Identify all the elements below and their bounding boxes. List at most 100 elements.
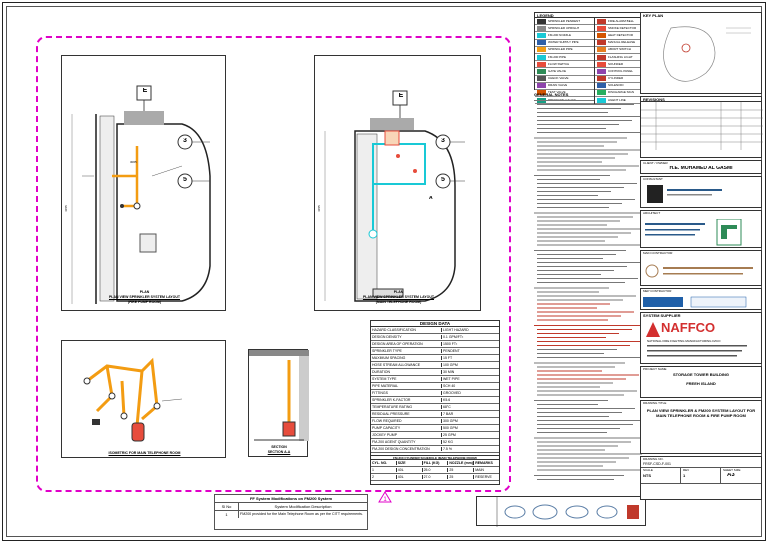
legend-item: SMOKE DETECTOR — [595, 25, 655, 33]
design-data-param: MAXIMUM SPACING — [372, 356, 406, 360]
legend-item: FIRE ALARM BELL — [595, 18, 655, 26]
design-data-value: 7 BAR — [441, 412, 499, 416]
legend-label: FLASHING LIGHT — [608, 54, 633, 59]
legend-symbol-icon — [537, 68, 546, 74]
legend-symbol-icon — [597, 68, 607, 74]
design-data-row: FM-200 AGENT QUANTITY 52 KG — [371, 439, 499, 446]
legend-item: SPRINKLER PENDENT — [535, 18, 595, 26]
dimension-vertical: 4155 — [63, 205, 68, 212]
design-data-param: HOSE STREAM ALLOWANCE — [372, 363, 421, 367]
modification-header-desc: System Modification Description — [274, 504, 332, 509]
design-data-value: GROOVED — [441, 391, 499, 395]
legend-item: HEAT DETECTOR — [595, 32, 655, 40]
schedule-cell: 40L — [395, 475, 422, 479]
legend-label: AGENT LINE — [608, 97, 626, 102]
supplier-name: NAFFCO — [661, 320, 716, 335]
legend-symbol-icon — [597, 61, 607, 67]
architect-box: ARCHITECT — [640, 210, 762, 248]
section-caption-line1: SECTION — [271, 445, 287, 449]
plan2-caption-line1: PLAN — [393, 290, 404, 294]
consultant-logo-icon — [647, 185, 663, 203]
design-data-value: 0.1 GPM/FT² — [441, 335, 499, 339]
legend-label: MANUAL RELEASE — [608, 40, 636, 45]
plan1-caption-line3: (FIRE PUMP ROOM) — [127, 300, 162, 304]
legend-symbol-icon — [537, 18, 546, 24]
dimension-horizontal: 3065 — [130, 160, 137, 164]
design-data-param: FM-200 AGENT QUANTITY — [372, 440, 416, 444]
general-notes: GENERAL NOTES — [534, 92, 656, 487]
grid-label-3: 3 — [183, 138, 187, 143]
schedule-cell: FILL (KG) — [421, 461, 448, 465]
design-data-param: FITTINGS — [372, 391, 388, 395]
legend-symbol-icon — [597, 83, 607, 89]
legend-label: TEST VALVE — [548, 90, 566, 95]
project-location: FREEH ISLAND — [686, 381, 716, 386]
project-name: STORAGE TOWER BUILDING — [672, 372, 730, 377]
mep-contractor-label: MEP CONTRACTOR — [643, 289, 672, 293]
design-data-value: SCH 40 — [441, 384, 499, 388]
legend-item: DISCHARGE SIGN — [595, 90, 655, 98]
grid-label-5: 5 — [183, 177, 187, 182]
owner-label: CLIENT / OWNER — [643, 161, 668, 165]
legend-label: FIRE ALARM BELL — [608, 18, 635, 23]
key-plan: KEY PLAN — [640, 12, 762, 94]
plan-fire-pump-room: E 3 5 4155 3065 PLAN PLAN VIEW SPRINKLER… — [61, 55, 226, 311]
legend-symbol-icon — [537, 25, 546, 31]
design-data-value: 300 GPM — [441, 419, 499, 423]
section-caption-line2: SECTION A-A — [267, 450, 291, 454]
legend-label: FM-200 PIPE — [548, 54, 567, 59]
legend-symbol-icon — [537, 54, 546, 60]
legend-label: GATE VALVE — [548, 68, 567, 73]
legend-label: WATER SUPPLY PIPE — [548, 40, 579, 45]
plan1-caption-line2: PLAN VIEW SPRINKLER SYSTEM LAYOUT — [108, 295, 181, 299]
legend-item: CONTROL PANEL — [595, 68, 655, 76]
isometric-caption: ISOMETRIC FOR MAIN TELEPHONE ROOM — [108, 451, 181, 455]
approval-stamps-strip — [476, 496, 646, 527]
modification-title: FF System Modifications on FM200 System — [215, 495, 367, 503]
design-data-value: 500 GPM — [441, 426, 499, 430]
schedule-cell: REMARKS — [473, 461, 499, 465]
legend-right-column: FIRE ALARM BELL SMOKE DETECTOR HEAT DETECT… — [595, 18, 655, 105]
design-data-param: SPRINKLER TYPE — [372, 349, 402, 353]
modification-table: FF System Modifications on FM200 System … — [214, 494, 368, 530]
main-contractor-box: MAIN CONTRACTOR — [640, 250, 762, 286]
owner-name: H.E. MOHAMED AL GASMI — [669, 166, 733, 171]
drawing-title-label: DRAWING TITLE — [643, 401, 667, 405]
legend-label: SPRINKLER PENDENT — [548, 18, 581, 23]
legend-item: CYLINDER — [595, 76, 655, 83]
legend-label: SMOKE DETECTOR — [608, 25, 637, 30]
grid-label-3: 3 — [441, 138, 445, 143]
legend-symbol-icon — [537, 47, 546, 53]
legend-item: GATE VALVE — [535, 68, 595, 76]
legend-label: DISCHARGE SIGN — [608, 90, 635, 95]
design-data-param: SPRINKLER K-FACTOR — [372, 398, 411, 402]
legend-symbol-icon — [597, 90, 607, 96]
rev-label: REV — [683, 468, 690, 472]
design-data-value: 52 KG — [441, 440, 499, 444]
legend-item: WATER SUPPLY PIPE — [535, 40, 595, 47]
isometric-view: ISOMETRIC FOR MAIN TELEPHONE ROOM — [61, 340, 226, 458]
legend-symbol-icon — [597, 54, 607, 60]
legend-symbol-icon — [537, 32, 546, 38]
legend-label: CHECK VALVE — [548, 76, 569, 81]
legend-item: CHECK VALVE — [535, 76, 595, 83]
design-data-value: 15 FT — [441, 356, 499, 360]
legend-label: SOUNDER — [608, 61, 624, 66]
legend-label: SPRINKLER PIPE — [548, 47, 573, 52]
scale-label: SCALE — [643, 468, 653, 472]
design-data-row: FITTINGS GROOVED — [371, 390, 499, 397]
revisions-table: REVISIONS — [640, 96, 763, 158]
drawing-title: PLAN VIEW SPRINKLER & FM200 SYSTEM LAYOU… — [646, 408, 756, 418]
legend-item: MANUAL RELEASE — [595, 40, 655, 47]
legend-label: SOLENOID — [608, 83, 624, 88]
plan-main-telephone-room: E 3 5 4155 A PLAN PLAN VIEW SPRINKLER SY… — [314, 55, 481, 311]
